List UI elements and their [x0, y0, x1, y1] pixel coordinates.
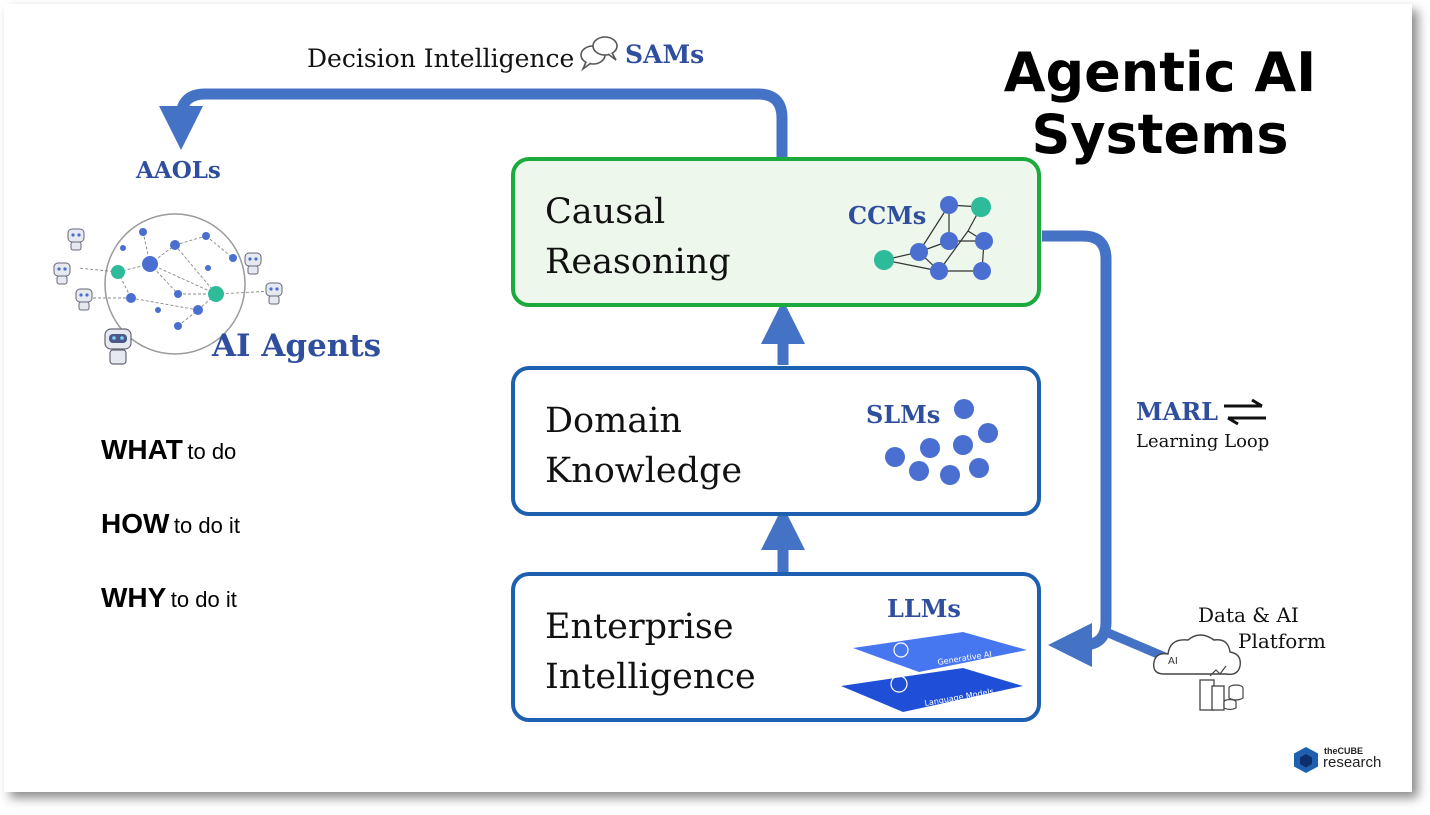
aaols-label: AAOLs — [136, 157, 221, 184]
bullet-what-keyword: WHAT — [101, 434, 183, 465]
page-title: Agentic AI Systems — [1000, 42, 1320, 166]
slms-tag: SLMs — [866, 400, 941, 429]
domain-knowledge-box: Domain Knowledge SLMs — [511, 366, 1041, 516]
marl-tag: MARL — [1136, 397, 1219, 426]
slm-dots-icon — [885, 399, 998, 485]
bullet-why-keyword: WHY — [101, 582, 167, 613]
llms-tag: LLMs — [887, 594, 961, 623]
bullet-why-text: to do it — [170, 587, 237, 612]
enterprise-label-1: Enterprise — [545, 607, 734, 647]
bullet-what: WHAT to do — [101, 434, 236, 466]
bullet-what-text: to do — [187, 439, 237, 464]
chat-bubbles-icon — [580, 36, 618, 72]
cloud-ai-text: AI — [1168, 656, 1178, 667]
brand-large: research — [1323, 754, 1382, 771]
causal-graph-icon — [874, 196, 993, 280]
bullet-why: WHY to do it — [101, 582, 237, 614]
causal-label-2: Reasoning — [545, 242, 731, 282]
ai-agents-label: AI Agents — [212, 328, 382, 364]
enterprise-intelligence-box: Enterprise Intelligence LLMs Generative … — [511, 572, 1041, 722]
decision-loop-arrow — [159, 88, 788, 158]
title-line-2: Systems — [1031, 103, 1289, 166]
data-platform-icon: AI — [1153, 634, 1244, 711]
sams-tag: SAMs — [625, 40, 705, 69]
platform-label-1: Data & AI — [1198, 603, 1299, 627]
learning-loop-label: Learning Loop — [1136, 431, 1270, 452]
bullet-how-text: to do it — [173, 513, 240, 538]
title-line-1: Agentic AI — [1003, 41, 1317, 104]
brand-small: theCUBE — [1324, 746, 1364, 756]
robot-icons — [53, 228, 283, 365]
agent-network-graphic — [53, 213, 283, 365]
ccms-tag: CCMs — [848, 201, 927, 230]
platform-label-2: Platform — [1238, 629, 1326, 653]
swap-arrows-icon — [1224, 398, 1266, 426]
bullet-how: HOW to do it — [101, 508, 240, 540]
domain-label-1: Domain — [545, 401, 682, 441]
domain-label-2: Knowledge — [545, 451, 743, 491]
thecube-logo-icon — [1294, 747, 1318, 773]
bullet-how-keyword: HOW — [101, 508, 170, 539]
decision-intelligence-label: Decision Intelligence — [307, 44, 575, 73]
marl-loop-arrow — [1042, 230, 1112, 667]
enterprise-label-2: Intelligence — [545, 657, 756, 697]
llm-layers-icon: Generative AI Language Models — [841, 632, 1027, 712]
causal-reasoning-box: Causal Reasoning CCMs — [511, 157, 1041, 307]
causal-label-1: Causal — [545, 192, 666, 232]
